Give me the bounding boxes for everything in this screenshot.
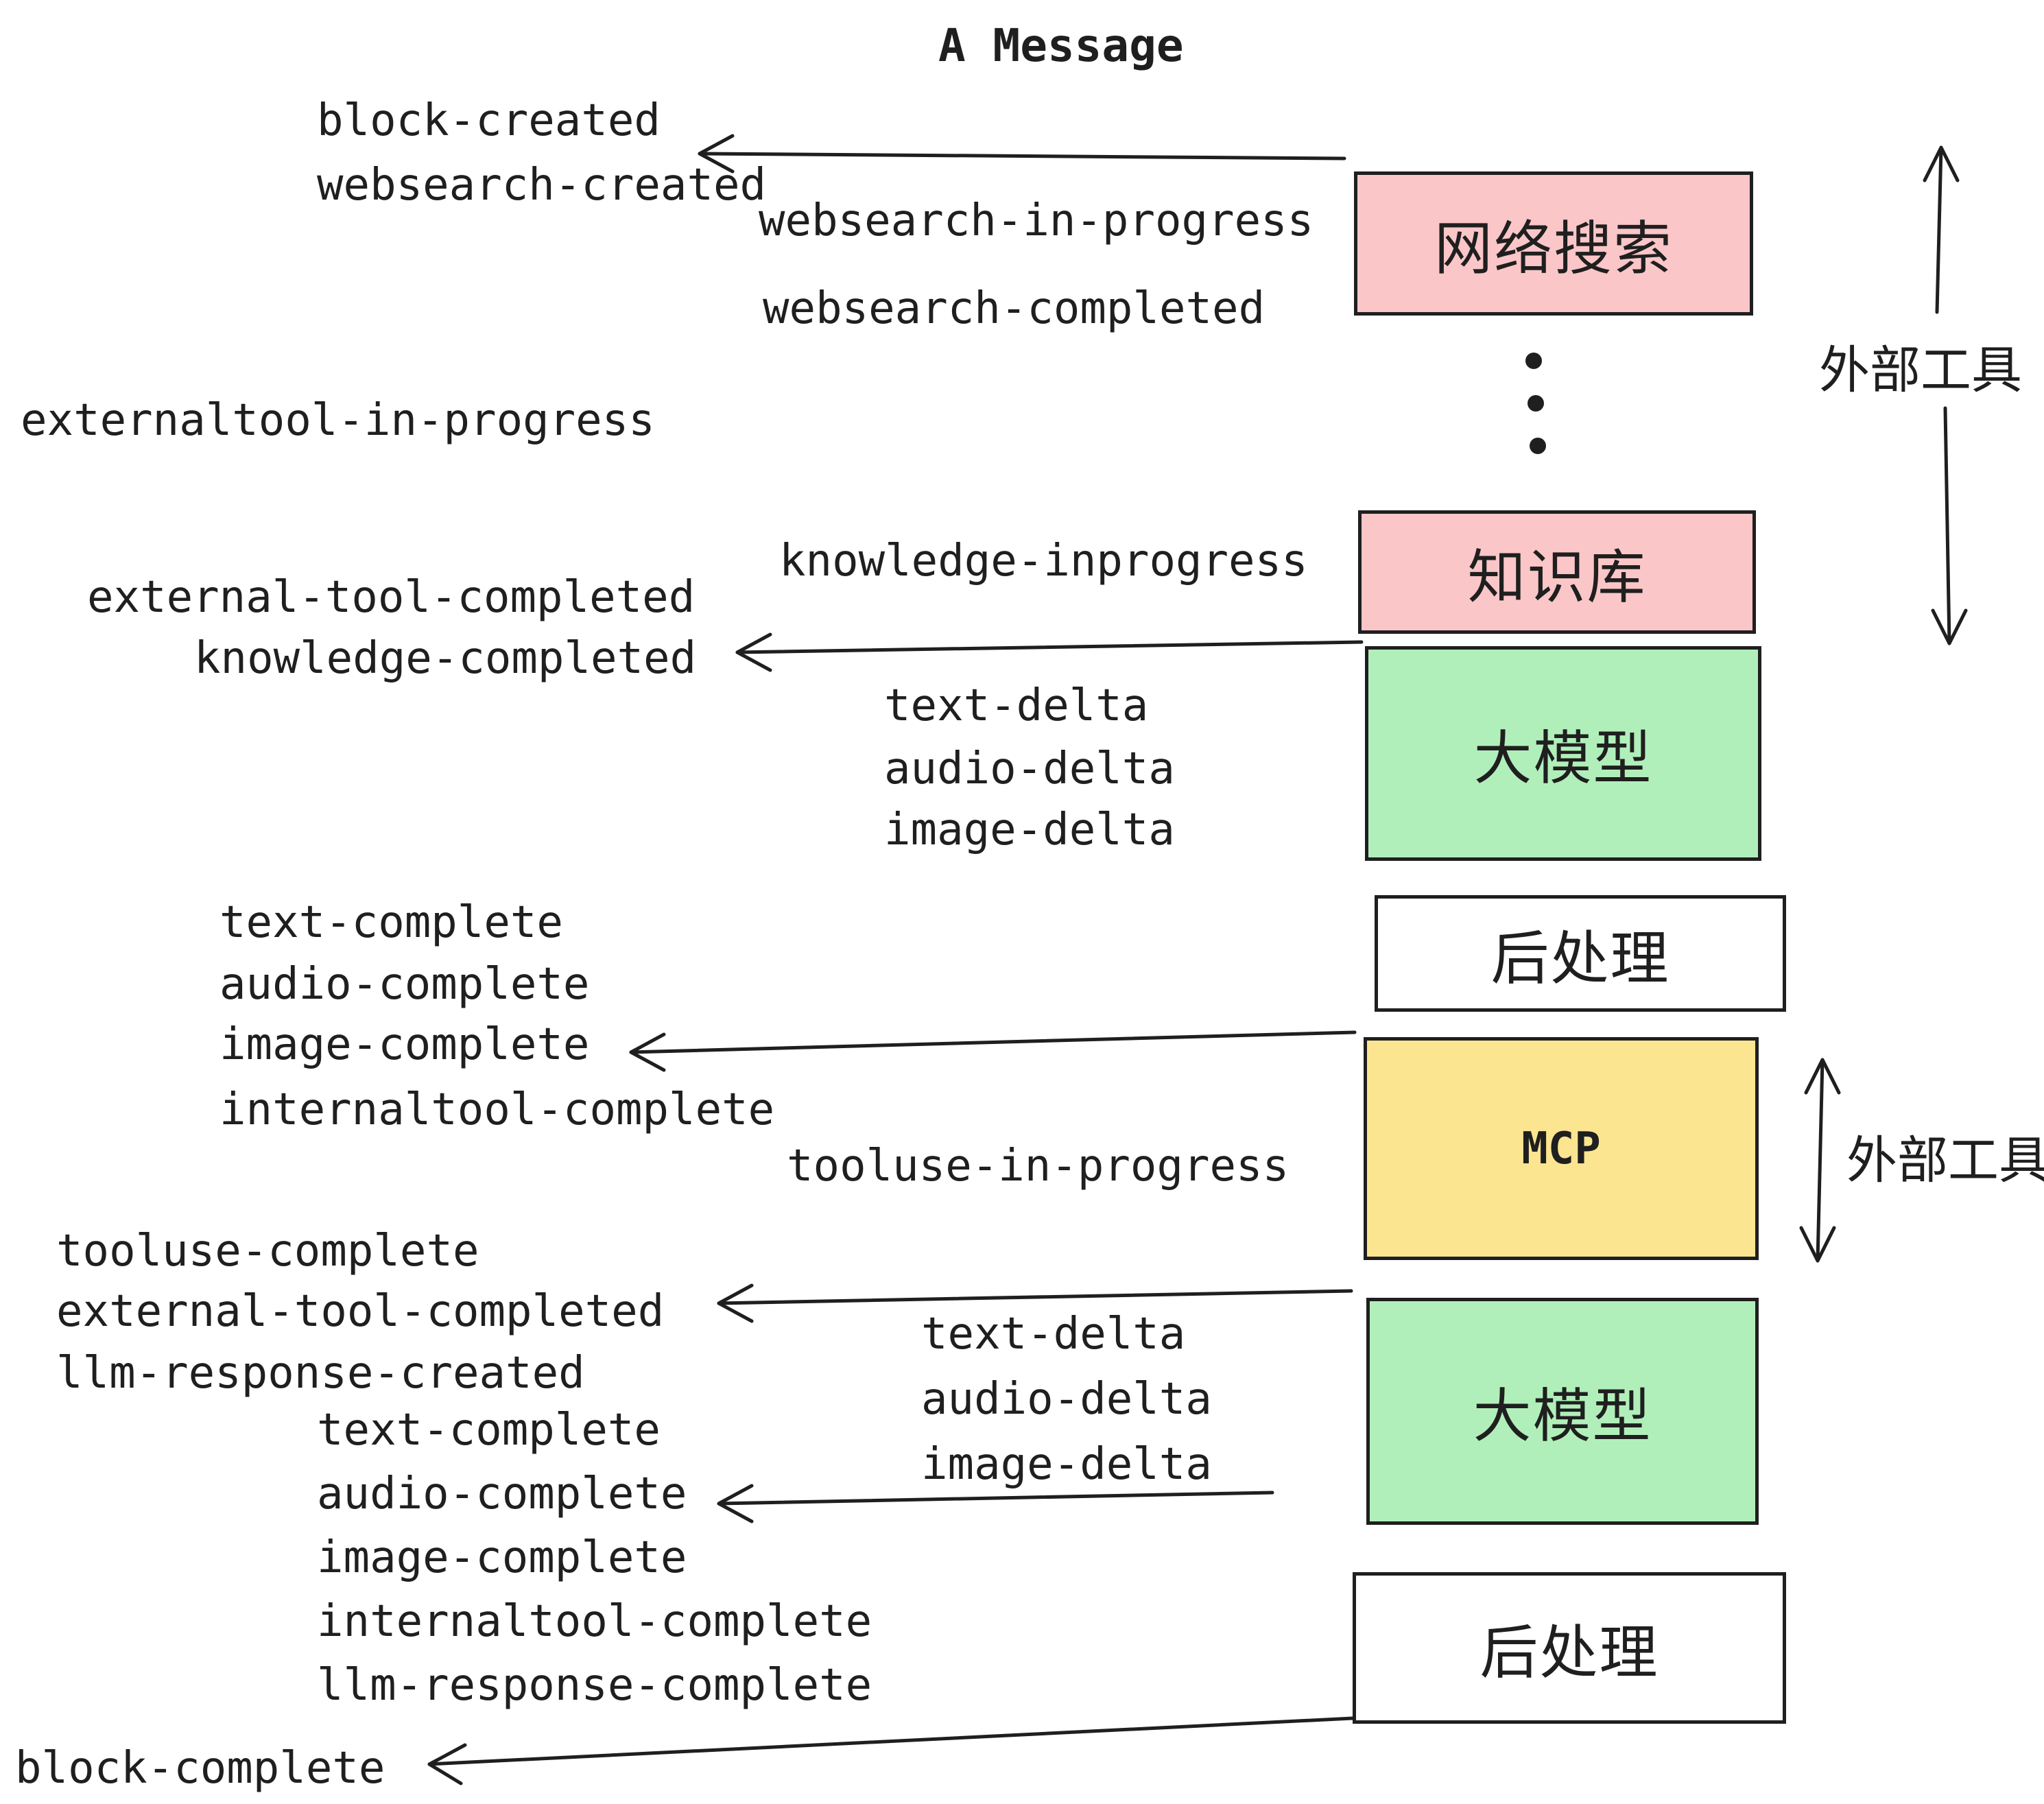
- event-internaltool-complete-1: internaltool-complete: [219, 1084, 775, 1135]
- box-post-2: 后处理: [1353, 1572, 1786, 1724]
- arrow-knowledge-completed: [735, 632, 1364, 672]
- event-websearch-completed: websearch-completed: [763, 283, 1265, 334]
- box-llm-1: 大模型: [1365, 646, 1761, 861]
- external-tools-up-arrow-1: [1923, 145, 1960, 314]
- event-image-delta-1: image-delta: [884, 805, 1175, 855]
- box-websearch: 网络搜索: [1354, 171, 1753, 316]
- event-llm-response-created: llm-response-created: [56, 1348, 585, 1399]
- arrow-block-complete: [427, 1716, 1355, 1785]
- box-post-1-label: 后处理: [1490, 926, 1670, 992]
- event-image-delta-2: image-delta: [921, 1439, 1212, 1490]
- side-label-external-tools-1: 外部工具: [1819, 342, 2022, 399]
- external-tools-double-arrow-2: [1799, 1058, 1841, 1263]
- event-websearch-created: websearch-created: [317, 160, 767, 211]
- event-audio-delta-2: audio-delta: [921, 1374, 1212, 1425]
- diagram-title: A Message: [938, 19, 1184, 72]
- event-internaltool-complete-2: internaltool-complete: [317, 1596, 872, 1647]
- event-text-complete-2: text-complete: [317, 1405, 661, 1456]
- arrow-image-complete-1: [629, 1030, 1357, 1072]
- event-image-complete-2: image-complete: [317, 1532, 687, 1583]
- arrow-audio-complete-2: [717, 1484, 1274, 1523]
- event-text-complete-1: text-complete: [219, 897, 563, 948]
- event-block-created: block-created: [317, 95, 661, 146]
- arrow-tooluse-complete: [717, 1283, 1353, 1323]
- event-knowledge-inprogress: knowledge-inprogress: [779, 536, 1308, 586]
- box-knowledge: 知识库: [1358, 510, 1756, 634]
- box-mcp-label: MCP: [1521, 1123, 1601, 1174]
- event-websearch-in-progress: websearch-in-progress: [759, 195, 1314, 246]
- event-block-complete: block-complete: [15, 1743, 385, 1794]
- box-llm-2: 大模型: [1366, 1298, 1759, 1525]
- event-image-complete-1: image-complete: [219, 1019, 590, 1070]
- box-llm-1-label: 大模型: [1473, 726, 1653, 792]
- event-externaltool-in-progress: externaltool-in-progress: [21, 395, 655, 446]
- event-knowledge-completed: knowledge-completed: [194, 633, 697, 684]
- event-tooluse-in-progress: tooluse-in-progress: [787, 1141, 1290, 1191]
- box-mcp: MCP: [1364, 1037, 1759, 1260]
- event-text-delta-2: text-delta: [921, 1309, 1186, 1360]
- event-audio-complete-1: audio-complete: [219, 959, 590, 1010]
- event-text-delta-1: text-delta: [884, 680, 1149, 731]
- box-websearch-label: 网络搜索: [1434, 216, 1673, 282]
- event-audio-complete-2: audio-complete: [317, 1469, 687, 1519]
- event-audio-delta-1: audio-delta: [884, 744, 1175, 794]
- event-llm-response-complete: llm-response-complete: [317, 1660, 872, 1711]
- side-label-external-tools-2: 外部工具: [1846, 1132, 2044, 1189]
- event-external-tool-completed-1: external-tool-completed: [87, 572, 696, 623]
- box-knowledge-label: 知识库: [1467, 545, 1647, 610]
- box-post-2-label: 后处理: [1479, 1621, 1659, 1686]
- box-llm-2-label: 大模型: [1473, 1384, 1652, 1449]
- event-tooluse-complete: tooluse-complete: [56, 1226, 479, 1277]
- box-post-1: 后处理: [1375, 895, 1786, 1012]
- ellipsis-dots: [1525, 353, 1546, 454]
- external-tools-down-arrow-1: [1931, 406, 1968, 645]
- event-external-tool-completed-2: external-tool-completed: [56, 1286, 665, 1337]
- arrow-block-created: [698, 134, 1346, 174]
